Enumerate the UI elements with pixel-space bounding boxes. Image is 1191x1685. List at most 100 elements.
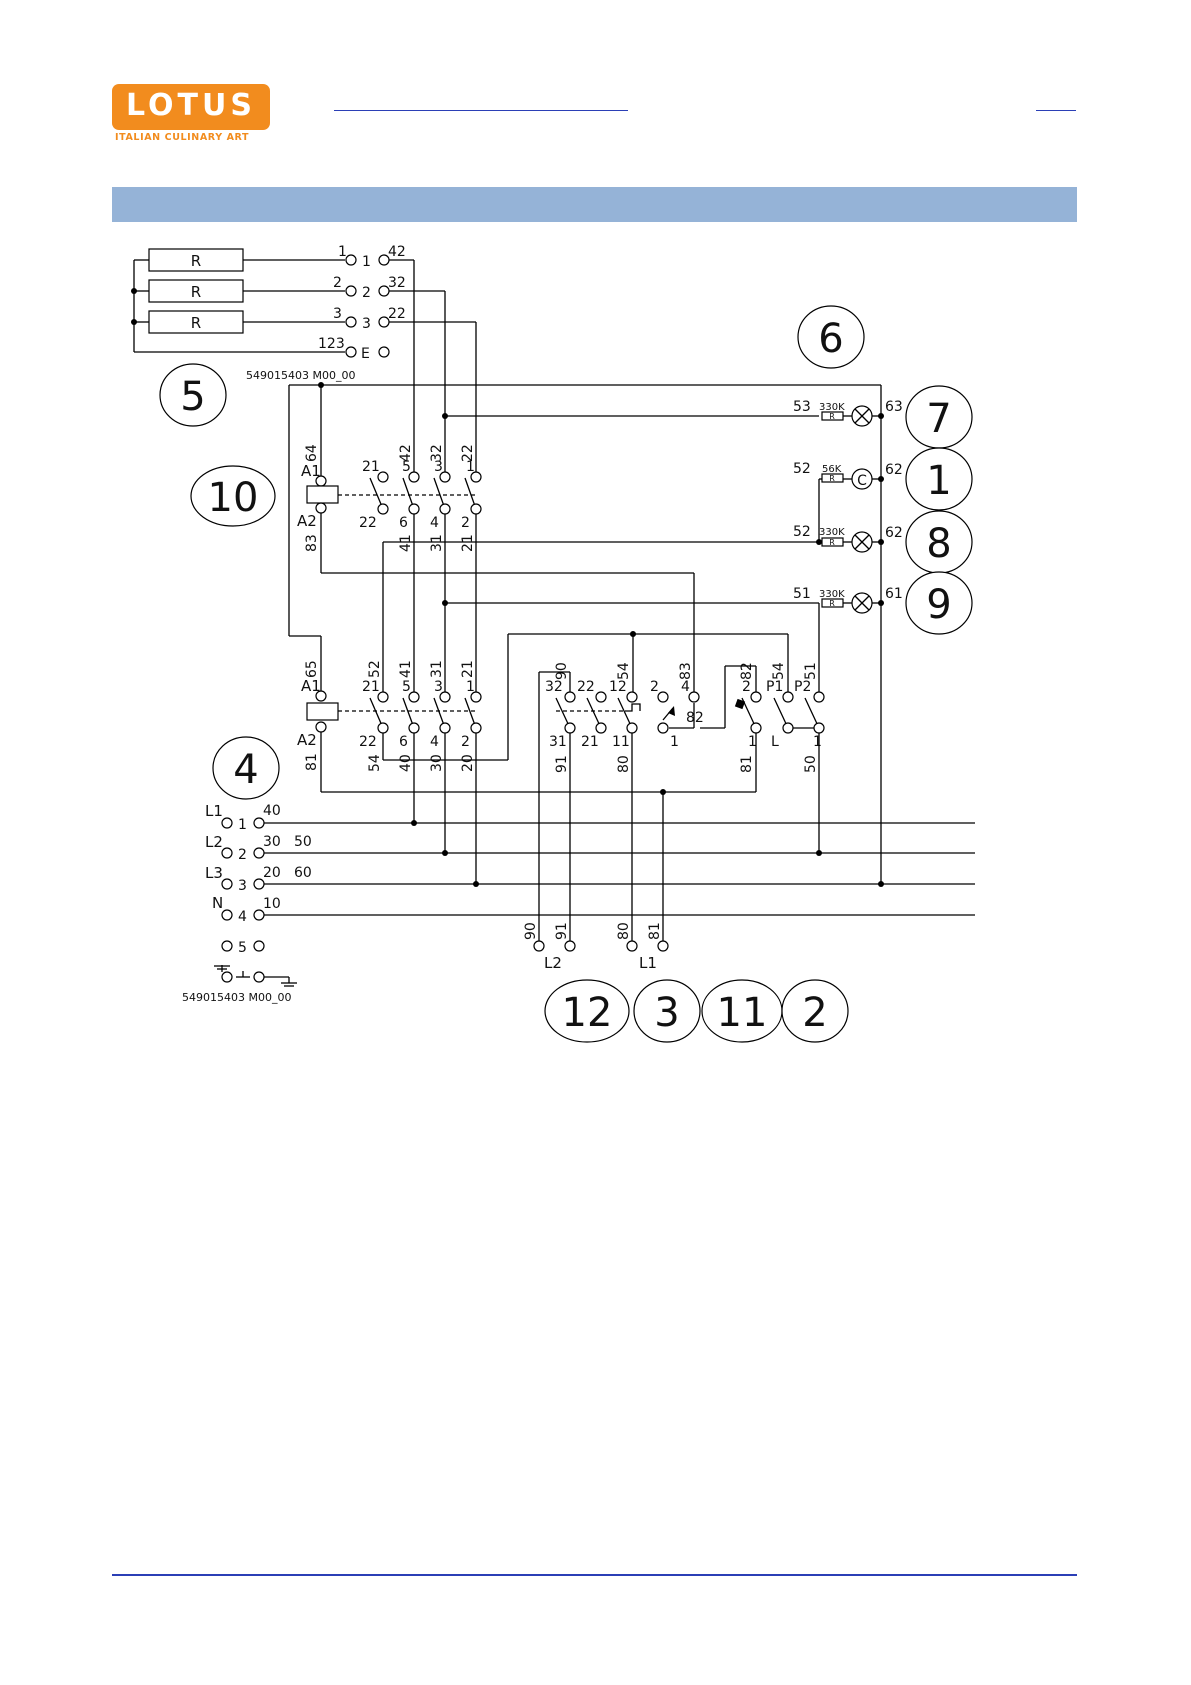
- callout-12: 12: [562, 990, 613, 1036]
- sw-top-90: 90: [554, 662, 570, 680]
- header-rule-right: [1036, 110, 1076, 111]
- resistor-r2-label: R: [191, 283, 201, 301]
- mains-wire-40: 40: [263, 803, 281, 819]
- lamp1-wire-in: 53: [793, 399, 811, 415]
- k1-top-21: 21: [362, 459, 380, 475]
- sw-top-54: 54: [616, 662, 632, 680]
- lotus-logo: LOTUS: [112, 84, 270, 130]
- mains-wire-50: 50: [294, 834, 312, 850]
- resistor-r3-label: R: [191, 314, 201, 332]
- k2-coil-wire-65: 65: [304, 660, 320, 678]
- k2-top-21: 21: [362, 679, 380, 695]
- lamp4-resistor-glyph: R: [829, 599, 835, 608]
- mains-wire-10: 10: [263, 896, 281, 912]
- terminal-1: 1: [362, 254, 371, 270]
- bt-label-l1: L1: [639, 954, 657, 972]
- k2-bottom-4: 4: [430, 734, 439, 750]
- sw-bottom-21: 21: [581, 734, 599, 750]
- lamp-row-3: 52 330K R 62: [793, 524, 903, 553]
- lamp1-resistor: 330K: [819, 402, 845, 413]
- callout-11: 11: [717, 990, 768, 1036]
- terminal-e: E: [361, 346, 370, 362]
- wire-number-3: 3: [333, 306, 342, 322]
- mains-terminal-1: 1: [238, 817, 247, 833]
- mains-phase-l3: L3: [205, 864, 223, 882]
- lamp4-resistor: 330K: [819, 589, 845, 600]
- lamp1-resistor-glyph: R: [829, 412, 835, 421]
- sw-top-2: 2: [650, 679, 659, 695]
- lamp3-resistor: 330K: [819, 527, 845, 538]
- wire-number-2: 2: [333, 275, 342, 291]
- lamp2-c-glyph: C: [857, 473, 867, 489]
- k2-wire-40: 40: [398, 754, 414, 772]
- k2-wire-20: 20: [460, 754, 476, 772]
- sw-top-22: 22: [577, 679, 595, 695]
- sw-top-p1: P1: [766, 679, 783, 695]
- sw-bottom-81: 81: [739, 755, 755, 773]
- k1-bottom-2: 2: [461, 515, 470, 531]
- sw-top-p2: P2: [794, 679, 811, 695]
- bottom-terminals: 90 91 80 81 L2 L1: [523, 922, 669, 972]
- k1-coil-a2: A2: [297, 512, 317, 530]
- callout-2: 2: [802, 990, 827, 1036]
- lamp-row-1: 53 330K R 63: [793, 399, 903, 427]
- lamp4-wire-in: 51: [793, 586, 811, 602]
- k1-top-5: 5: [402, 459, 411, 475]
- mains-terminal-3: 3: [238, 878, 247, 894]
- sw-bottom-31: 31: [549, 734, 567, 750]
- k2-top-5: 5: [402, 679, 411, 695]
- sw-bottom-11: 11: [612, 734, 630, 750]
- k2-coil-a2: A2: [297, 731, 317, 749]
- sw-bottom-50: 50: [803, 755, 819, 773]
- sw-mid-l: L: [771, 734, 779, 750]
- callout-10: 10: [208, 475, 259, 521]
- k1-top-1: 1: [466, 459, 475, 475]
- k2-bottom-22: 22: [359, 734, 377, 750]
- k1-top-22: 22: [460, 444, 476, 462]
- k2-bottom-6: 6: [399, 734, 408, 750]
- mains-code: 549015403 M00_00: [182, 991, 291, 1004]
- terminal-wire-32: 32: [388, 275, 406, 291]
- logo-tagline: ITALIAN CULINARY ART: [115, 132, 250, 143]
- mains-phase-n: N: [212, 894, 223, 912]
- logo-wordmark: LOTUS: [126, 88, 256, 123]
- k1-coil-wire-64: 64: [304, 444, 320, 462]
- lamp3-wire-in: 52: [793, 524, 811, 540]
- sw-top-2b: 2: [742, 679, 751, 695]
- mains-wire-20: 20: [263, 865, 281, 881]
- k1-wire-21: 21: [460, 534, 476, 552]
- k2-coil-wire-81: 81: [304, 753, 320, 771]
- lamp2-resistor: 56K: [822, 464, 842, 475]
- mains-phase-l2: L2: [205, 833, 223, 851]
- k2-top-21b: 21: [460, 660, 476, 678]
- callout-4: 4: [233, 747, 258, 793]
- footer-rule: [112, 1574, 1077, 1576]
- k1-bottom-6: 6: [399, 515, 408, 531]
- sw-bottom-1: 1: [748, 734, 757, 750]
- mains-phase-l1: L1: [205, 802, 223, 820]
- bt-wire-80: 80: [616, 922, 632, 940]
- section-band: [112, 187, 1077, 222]
- mains-wire-30: 30: [263, 834, 281, 850]
- mains-terminals: L1 L2 L3 N 1 2 3 4 5 40 30 50 20 60 10: [182, 802, 975, 1004]
- k1-bottom-4: 4: [430, 515, 439, 531]
- lamp4-wire-out: 61: [885, 586, 903, 602]
- block-top-code: 549015403 M00_00: [246, 369, 355, 382]
- sw-top-32: 32: [545, 679, 563, 695]
- callouts: 5 6 10 7 1 8 9 4 12 3 11 2: [159, 305, 973, 1043]
- lamp2-wire-out: 62: [885, 462, 903, 478]
- k1-bottom-22: 22: [359, 515, 377, 531]
- k2-top-1: 1: [466, 679, 475, 695]
- mains-terminal-2: 2: [238, 847, 247, 863]
- k2-top-52: 52: [367, 660, 383, 678]
- mains-terminal-4: 4: [238, 909, 247, 925]
- sw-mid-1b: 1: [813, 734, 822, 750]
- terminal-3: 3: [362, 316, 371, 332]
- main-wiring: [288, 382, 882, 883]
- bt-wire-81: 81: [647, 922, 663, 940]
- sw-top-12: 12: [609, 679, 627, 695]
- sw-top-4: 4: [681, 679, 690, 695]
- sw-bottom-80: 80: [616, 755, 632, 773]
- lamp1-wire-out: 63: [885, 399, 903, 415]
- k2-top-41: 41: [398, 660, 414, 678]
